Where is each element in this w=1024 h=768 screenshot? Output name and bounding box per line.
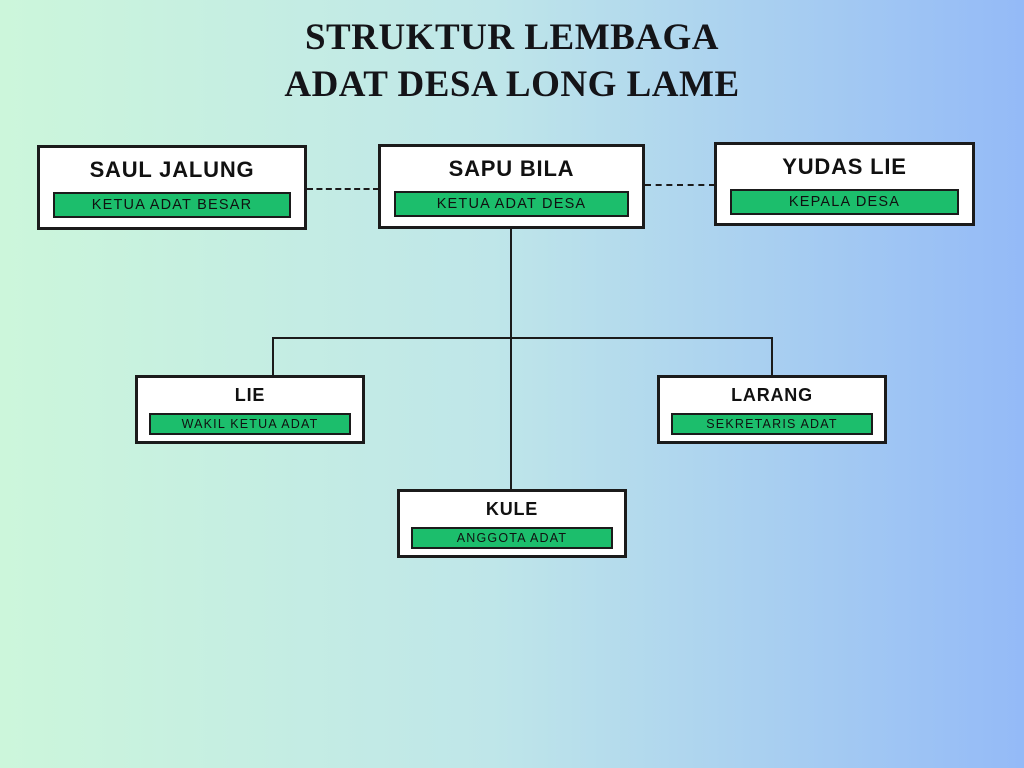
connector-drop-to-larang	[771, 337, 773, 375]
person-name: LIE	[234, 384, 266, 405]
role-badge: SEKRETARIS ADAT	[671, 412, 873, 435]
person-name: SAUL JALUNG	[89, 157, 255, 182]
org-node-yudas-lie: YUDAS LIE KEPALA DESA	[714, 142, 975, 226]
diagram-title: STRUKTUR LEMBAGA ADAT DESA LONG LAME	[0, 14, 1024, 109]
org-node-larang: LARANG SEKRETARIS ADAT	[657, 375, 887, 444]
role-badge: KEPALA DESA	[730, 188, 959, 215]
connector-drop-to-kule	[510, 337, 512, 489]
org-node-lie: LIE WAKIL KETUA ADAT	[135, 375, 365, 444]
person-name: SAPU BILA	[448, 156, 575, 181]
connector-drop-to-lie	[272, 337, 274, 375]
org-node-kule: KULE ANGGOTA ADAT	[397, 489, 627, 558]
org-node-saul-jalung: SAUL JALUNG KETUA ADAT BESAR	[37, 145, 307, 230]
connector-sapu-to-yudas-dashed	[645, 184, 715, 186]
connector-horizontal-bar	[272, 337, 773, 339]
person-name: LARANG	[731, 384, 813, 405]
role-badge: ANGGOTA ADAT	[411, 526, 613, 549]
connector-sapu-down-stem	[510, 228, 512, 338]
diagram-title-line1: STRUKTUR LEMBAGA	[304, 17, 720, 58]
person-name: YUDAS LIE	[782, 153, 907, 179]
org-node-sapu-bila: SAPU BILA KETUA ADAT DESA	[378, 144, 645, 229]
connector-saul-to-sapu-dashed	[307, 188, 379, 190]
role-badge: KETUA ADAT BESAR	[53, 192, 291, 218]
role-badge: WAKIL KETUA ADAT	[149, 412, 351, 435]
person-name: KULE	[485, 498, 539, 519]
diagram-title-line2: ADAT DESA LONG LAME	[284, 64, 740, 106]
role-badge: KETUA ADAT DESA	[394, 191, 629, 217]
